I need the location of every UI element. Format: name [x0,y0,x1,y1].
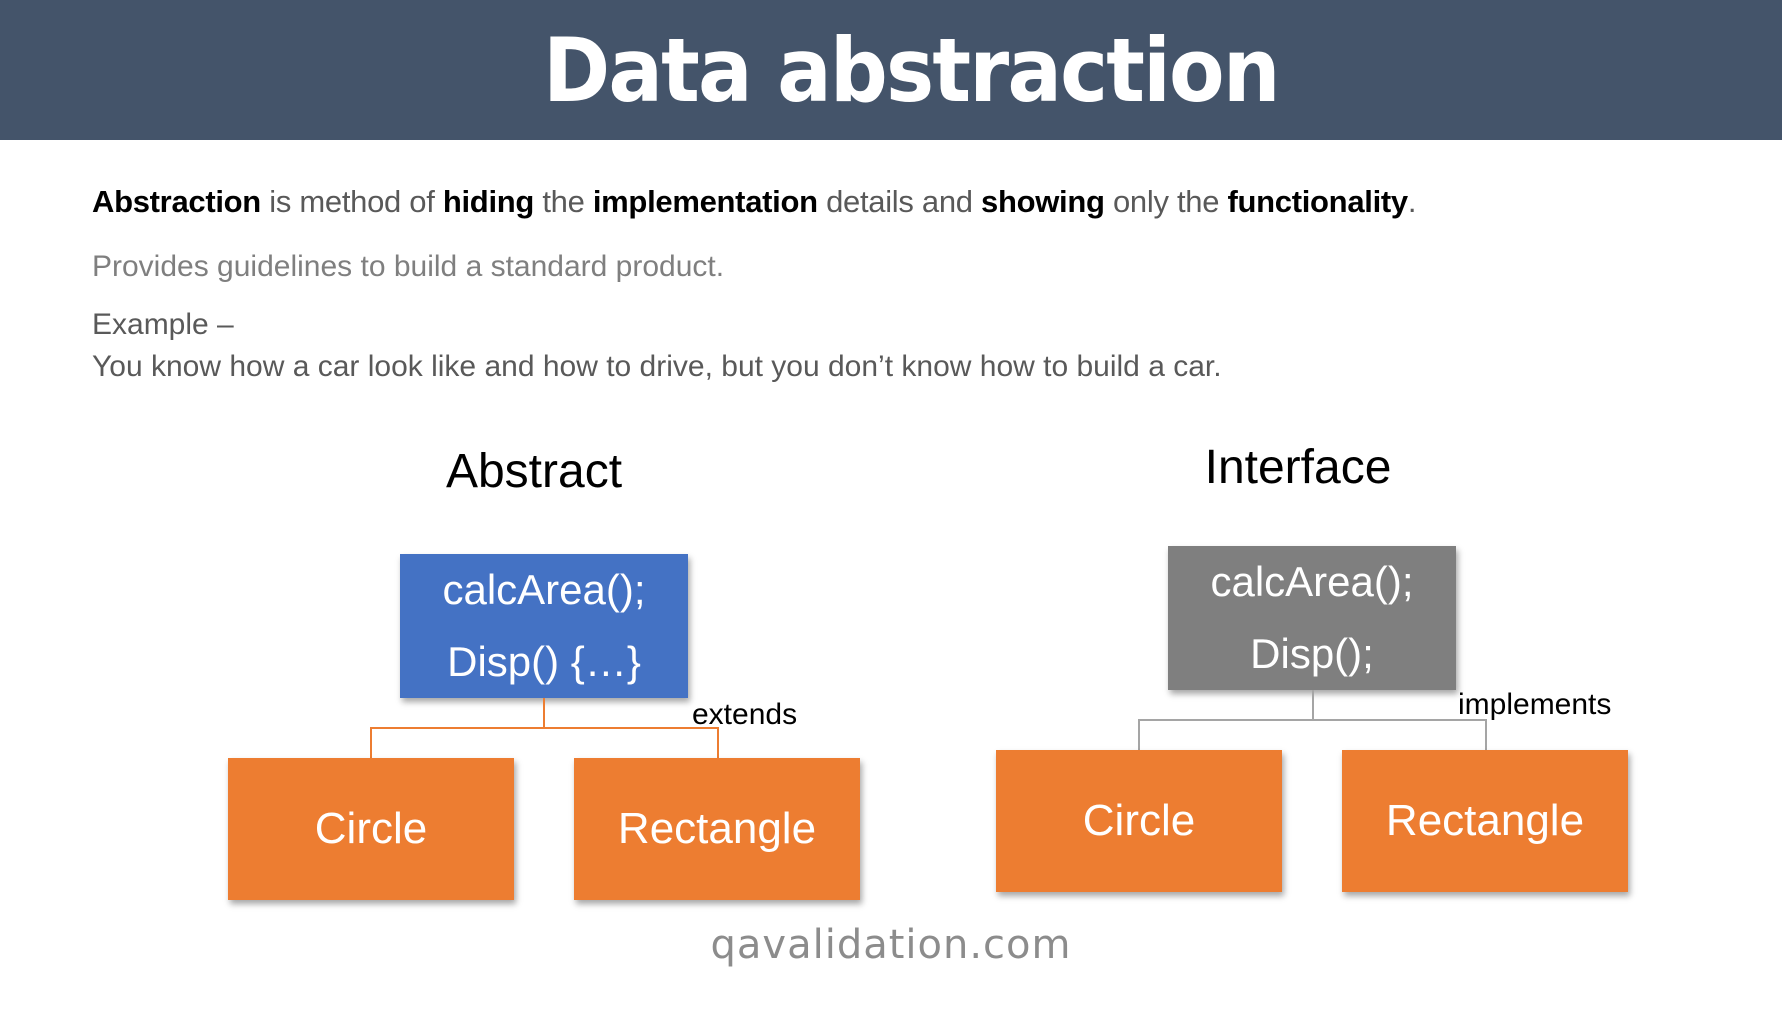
connector-line [1138,719,1140,750]
definition-fragment: details and [817,184,982,219]
circle-label: Circle [314,804,428,853]
interface-box: calcArea(); Disp(); [1168,546,1456,690]
term-functionality: functionality [1227,184,1408,219]
connector-line [717,727,719,758]
method-disp: Disp(); [1250,630,1374,677]
connector-line [1138,719,1487,721]
definition-fragment: is method of [260,184,443,219]
connector-line [1312,690,1314,721]
page-title: Data abstraction [543,18,1280,122]
circle-class-box: Circle [996,750,1282,892]
rectangle-label: Rectangle [617,804,817,853]
definition-text: Abstraction is method of hiding the impl… [92,184,1416,220]
watermark: qavalidation.com [710,922,1072,968]
method-disp: Disp() {…} [447,638,641,685]
term-abstraction: Abstraction [92,184,261,219]
extends-label: extends [692,698,798,731]
rectangle-label: Rectangle [1385,796,1585,845]
example-label: Example – [92,308,234,341]
guideline-text: Provides guidelines to build a standard … [92,250,725,283]
method-calcarea: calcArea(); [442,566,646,613]
implements-label: implements [1458,688,1612,721]
circle-label: Circle [1082,796,1196,845]
term-hiding: hiding [442,184,535,219]
definition-fragment: only the [1104,184,1228,219]
connector-line [1485,719,1487,750]
definition-fragment: . [1407,184,1417,219]
connector-line [370,727,372,758]
rectangle-class-box: Rectangle [574,758,860,900]
example-text: You know how a car look like and how to … [92,350,1222,383]
connector-line [370,727,719,729]
term-implementation: implementation [592,184,818,219]
abstract-title: Abstract [445,445,623,498]
title-bar: Data abstraction [0,0,1782,140]
circle-class-box: Circle [228,758,514,900]
connector-line [543,698,545,729]
definition-fragment: the [534,184,593,219]
abstract-class-box: calcArea(); Disp() {…} [400,554,688,698]
term-showing: showing [981,184,1105,219]
interface-title: Interface [1204,441,1392,494]
method-calcarea: calcArea(); [1210,558,1414,605]
rectangle-class-box: Rectangle [1342,750,1628,892]
